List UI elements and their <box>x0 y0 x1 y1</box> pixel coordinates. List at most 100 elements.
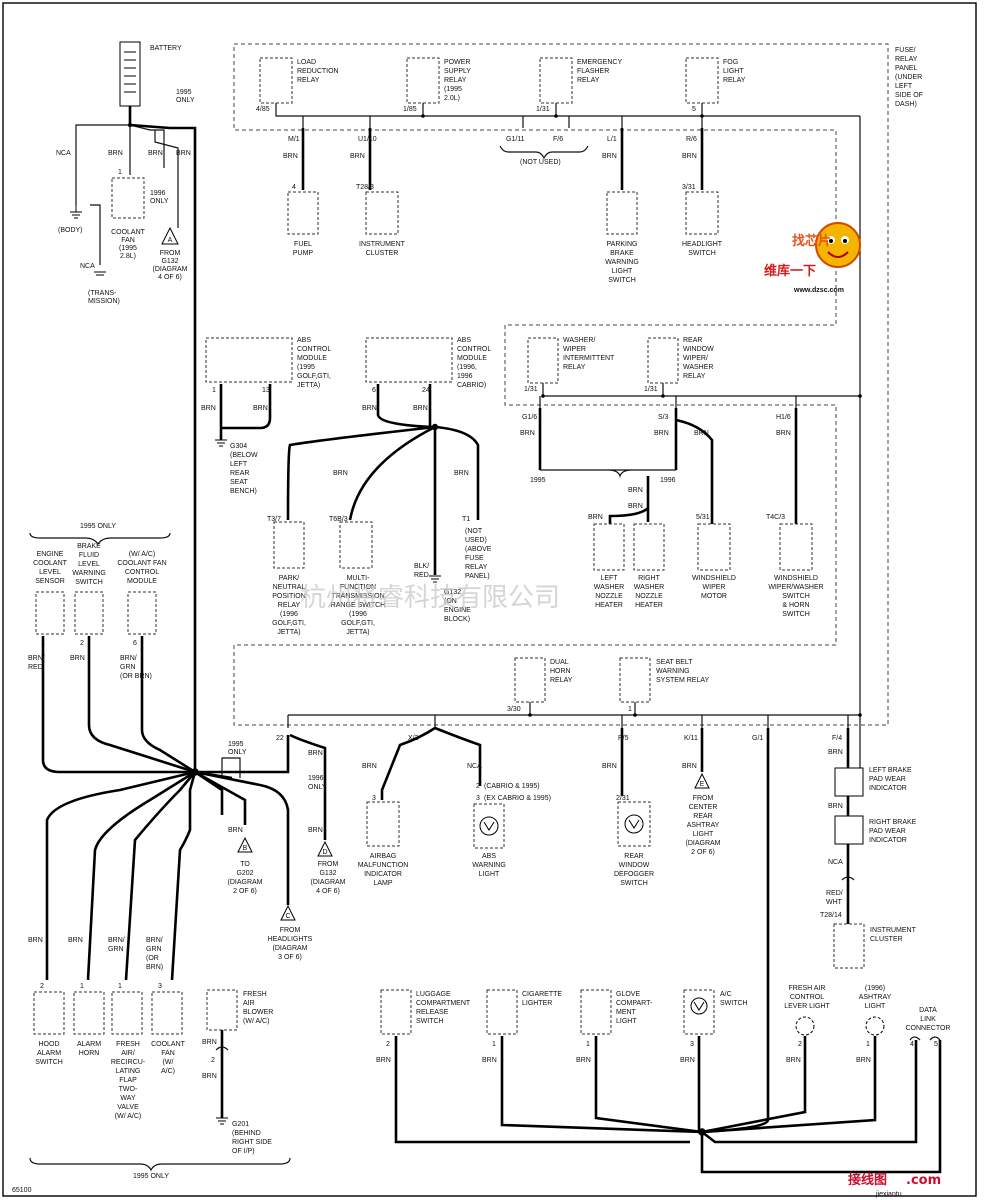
washer-wiper-relay <box>527 337 559 384</box>
diagram-label: WASHER/ <box>563 337 595 344</box>
diagram-label: BRN <box>856 1057 871 1064</box>
ac-switch-label: A/C SWITCH <box>720 991 748 1007</box>
company-watermark: 杭州将睿科技有限公司 <box>300 583 560 613</box>
junction-dot <box>633 713 637 717</box>
coolant-fan-wac <box>151 991 183 1035</box>
airbag-lamp <box>366 801 400 847</box>
diagram-label: L/1 <box>607 136 617 143</box>
diagram-label: BRN <box>350 153 365 160</box>
diagram-label: (DIAGRAM <box>228 879 263 886</box>
diagram-label: WIPER <box>563 346 586 353</box>
diagram-label: HORN <box>79 1050 100 1057</box>
diagram-label: BRN <box>776 430 791 437</box>
inst-cluster-label: INSTRUMENT CLUSTER <box>359 241 406 257</box>
diagram-label: RED <box>28 664 43 671</box>
diagram-label: SEAT BELT <box>656 659 693 666</box>
fresh-air-blower <box>206 989 238 1031</box>
diagram-label: BRN <box>482 1057 497 1064</box>
diagram-label: G132 <box>161 258 178 265</box>
abs-module-1996 <box>365 337 453 383</box>
diagram-label: FROM <box>160 250 181 257</box>
diagram-label: SUPPLY <box>444 68 471 75</box>
diagram-label: 4/85 <box>256 106 270 113</box>
fresh-blower-label: FRESH AIR BLOWER (W/ A/C) <box>243 991 273 1025</box>
wire-segment <box>29 1157 291 1172</box>
diagram-label: DATA <box>919 1007 937 1014</box>
diagram-label: 1 <box>628 706 632 713</box>
diagram-label: 1/31 <box>644 386 658 393</box>
diagram-label: WIPER/ <box>683 355 708 362</box>
abs-module-1995 <box>205 337 293 383</box>
diagram-label: FLUID <box>79 552 99 559</box>
instrument-cluster-top <box>365 191 399 235</box>
diagram-label: BENCH) <box>230 488 257 495</box>
diagram-label: 4 <box>910 1041 914 1048</box>
left-brake-label: LEFT BRAKE PAD WEAR INDICATOR <box>869 767 912 792</box>
diagram-label: NEUTRAL <box>273 584 306 591</box>
junction-dot <box>698 1128 706 1136</box>
wire-segment <box>348 425 436 521</box>
diagram-label: MODULE <box>457 355 487 362</box>
diagram-label: FROM <box>318 861 339 868</box>
brake-fluid-label: BRAKE FLUID LEVEL WARNING SWITCH <box>72 543 106 586</box>
dual-horn-label: DUAL HORN RELAY <box>550 659 573 684</box>
wire-segment <box>194 770 290 905</box>
diagram-label: PAD WEAR <box>869 828 906 835</box>
wire-segment <box>289 733 327 840</box>
diagram-label: 1995 <box>228 741 244 748</box>
diagram-label: LIGHTER <box>522 1000 552 1007</box>
wire-segment <box>594 1036 703 1134</box>
diagram-label: JETTA) <box>297 382 320 389</box>
rear-window-label: REAR WINDOW WIPER/ WASHER RELAY <box>683 337 714 380</box>
diagram-label: SWITCH <box>75 579 103 586</box>
diagram-label: P/5 <box>618 735 629 742</box>
wire-segment <box>694 772 710 789</box>
diagram-label: RELAY <box>895 56 918 63</box>
wiper-switch-label: WINDSHIELD WIPER/WASHER SWITCH & HORN SW… <box>768 575 823 618</box>
diagram-label: (ABOVE <box>465 546 492 553</box>
brn-grn-or2-label: BRN/ GRN (OR BRN) <box>146 937 163 971</box>
diagram-label: BRN <box>654 430 669 437</box>
diagram-label: BRN <box>362 763 377 770</box>
diagram-label: RED/ <box>826 890 843 897</box>
diagram-label: BRAKE <box>610 250 634 257</box>
diagram-label: BRN/ <box>108 937 125 944</box>
diagram-label: 4 OF 6) <box>316 888 340 895</box>
diagram-label: 1995 <box>530 477 546 484</box>
diagram-label: PANEL) <box>465 573 490 580</box>
alarm-horn <box>73 991 105 1035</box>
diagram-label: (W/ <box>163 1059 174 1066</box>
diagram-label: BRN <box>308 827 323 834</box>
coolant-fan-top-label: COOLANT FAN (1995 2.8L) <box>111 229 146 260</box>
diagram-label: SEAT <box>230 479 248 486</box>
diagram-label: ENGINE <box>37 551 64 558</box>
brn-red-label: BRN/ RED <box>28 655 45 671</box>
diagram-label: LEVER LIGHT <box>784 1003 830 1010</box>
diagram-label: 1 <box>492 1041 496 1048</box>
wire-segment <box>542 383 860 397</box>
diagram-label: USED) <box>465 537 487 544</box>
diagram-label: PAD WEAR <box>869 776 906 783</box>
left-brake-pad-indicator <box>834 767 864 797</box>
diagram-label: CLUSTER <box>366 250 399 257</box>
diagram-label: G/1 <box>752 735 763 742</box>
wire-segment <box>221 757 241 778</box>
junction-dot <box>421 114 425 118</box>
abs-1996-label: ABS CONTROL MODULE (1996, 1996 CABRIO) <box>457 337 491 389</box>
nca-label-1: NCA <box>56 150 71 157</box>
diagram-label: CONTROL <box>790 994 824 1001</box>
dzsc-logo: 找芯片 维库一下 www.dzsc.com <box>764 222 861 294</box>
diagram-label: ONLY <box>228 749 247 756</box>
diagram-label: JETTA) <box>277 629 300 636</box>
diagram-label: BRN <box>576 1057 591 1064</box>
diagram-label: (OR <box>146 955 159 962</box>
diagram-label: JETTA) <box>346 629 369 636</box>
diagram-label: MALFUNCTION <box>358 862 409 869</box>
diagram-label: CONTROL <box>457 346 491 353</box>
wire-segment <box>154 130 179 228</box>
diagram-label: COOLANT FAN <box>117 560 166 567</box>
y1995-only-center: 1995 ONLY <box>228 741 247 756</box>
diagram-label: 1995 <box>176 89 192 96</box>
diagram-label: CONNECTOR <box>906 1025 951 1032</box>
wire-segment <box>701 1036 807 1134</box>
